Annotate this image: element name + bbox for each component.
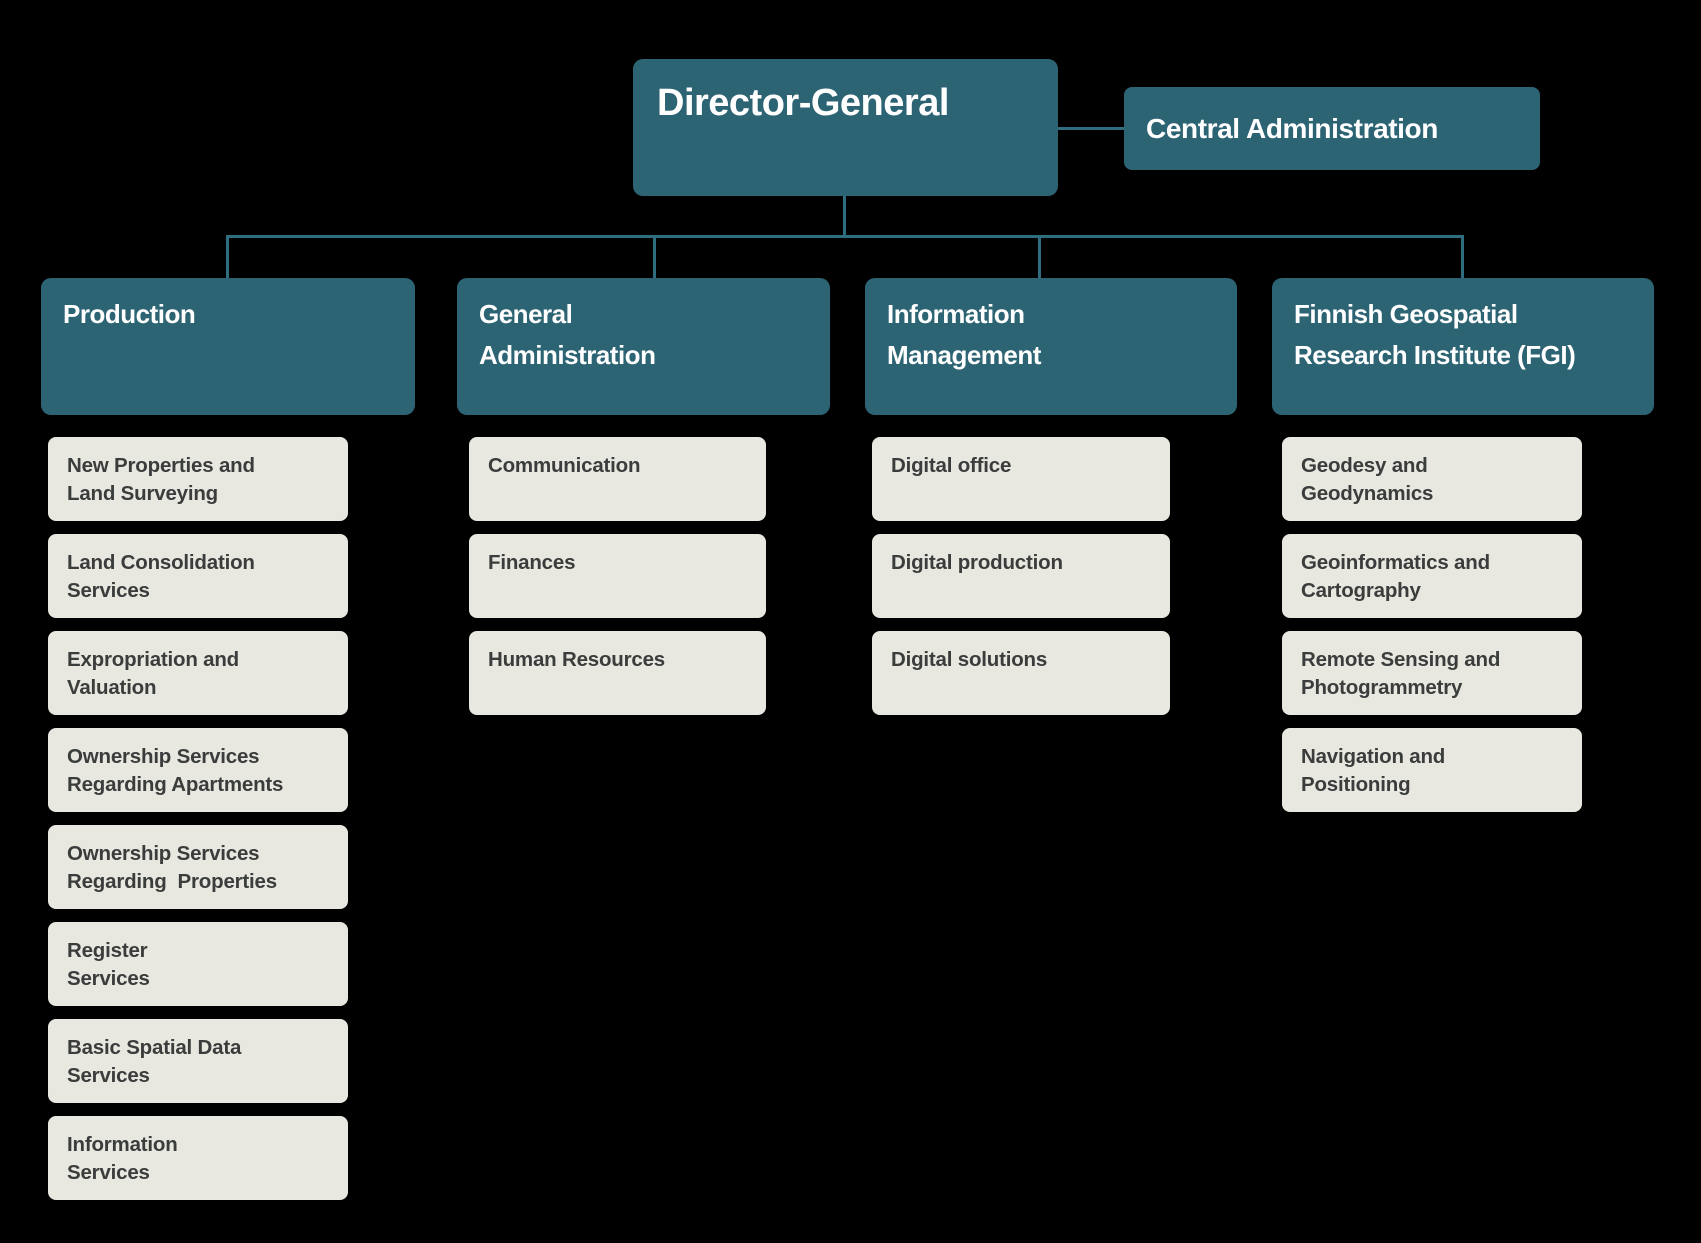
org-unit-item: Digital office [872,437,1170,521]
node-information-management: Information Management [865,278,1237,415]
node-general-administration: General Administration [457,278,830,415]
connector-drop-production [226,236,229,278]
node-director-general: Director-General [633,59,1058,196]
node-production-label: Production [63,299,196,329]
org-unit-item: Basic Spatial Data Services [48,1019,348,1103]
org-unit-item: Remote Sensing and Photogrammetry [1282,631,1582,715]
information-management-items: Digital office Digital production Digita… [872,437,1170,715]
node-fgi-label: Finnish Geospatial Research Institute (F… [1294,299,1576,370]
connector-drop-fgi [1461,236,1464,278]
org-unit-item: Finances [469,534,766,618]
node-production: Production [41,278,415,415]
org-unit-item: Ownership Services Regarding Properties [48,825,348,909]
org-unit-item: Communication [469,437,766,521]
org-unit-item: Digital production [872,534,1170,618]
connector-root-to-rail [843,194,846,238]
node-director-general-label: Director-General [657,82,949,124]
org-unit-item: Register Services [48,922,348,1006]
org-unit-item: Land Consolidation Services [48,534,348,618]
node-information-management-label: Information Management [887,299,1041,370]
fgi-items: Geodesy and Geodynamics Geoinformatics a… [1282,437,1582,812]
production-items: New Properties and Land Surveying Land C… [48,437,348,1200]
connector-rail [226,235,1464,238]
node-fgi: Finnish Geospatial Research Institute (F… [1272,278,1654,415]
org-unit-item: Digital solutions [872,631,1170,715]
general-administration-items: Communication Finances Human Resources [469,437,766,715]
org-unit-item: Navigation and Positioning [1282,728,1582,812]
org-unit-item: New Properties and Land Surveying [48,437,348,521]
node-central-administration: Central Administration [1124,87,1540,170]
org-unit-item: Geodesy and Geodynamics [1282,437,1582,521]
org-unit-item: Geoinformatics and Cartography [1282,534,1582,618]
connector-root-to-central-admin [1058,127,1124,130]
node-central-administration-label: Central Administration [1146,112,1438,144]
node-general-administration-label: General Administration [479,299,656,370]
org-unit-item: Expropriation and Valuation [48,631,348,715]
connector-drop-general-admin [653,236,656,278]
org-unit-item: Ownership Services Regarding Apartments [48,728,348,812]
connector-drop-information-mgmt [1038,236,1041,278]
org-unit-item: Information Services [48,1116,348,1200]
org-unit-item: Human Resources [469,631,766,715]
